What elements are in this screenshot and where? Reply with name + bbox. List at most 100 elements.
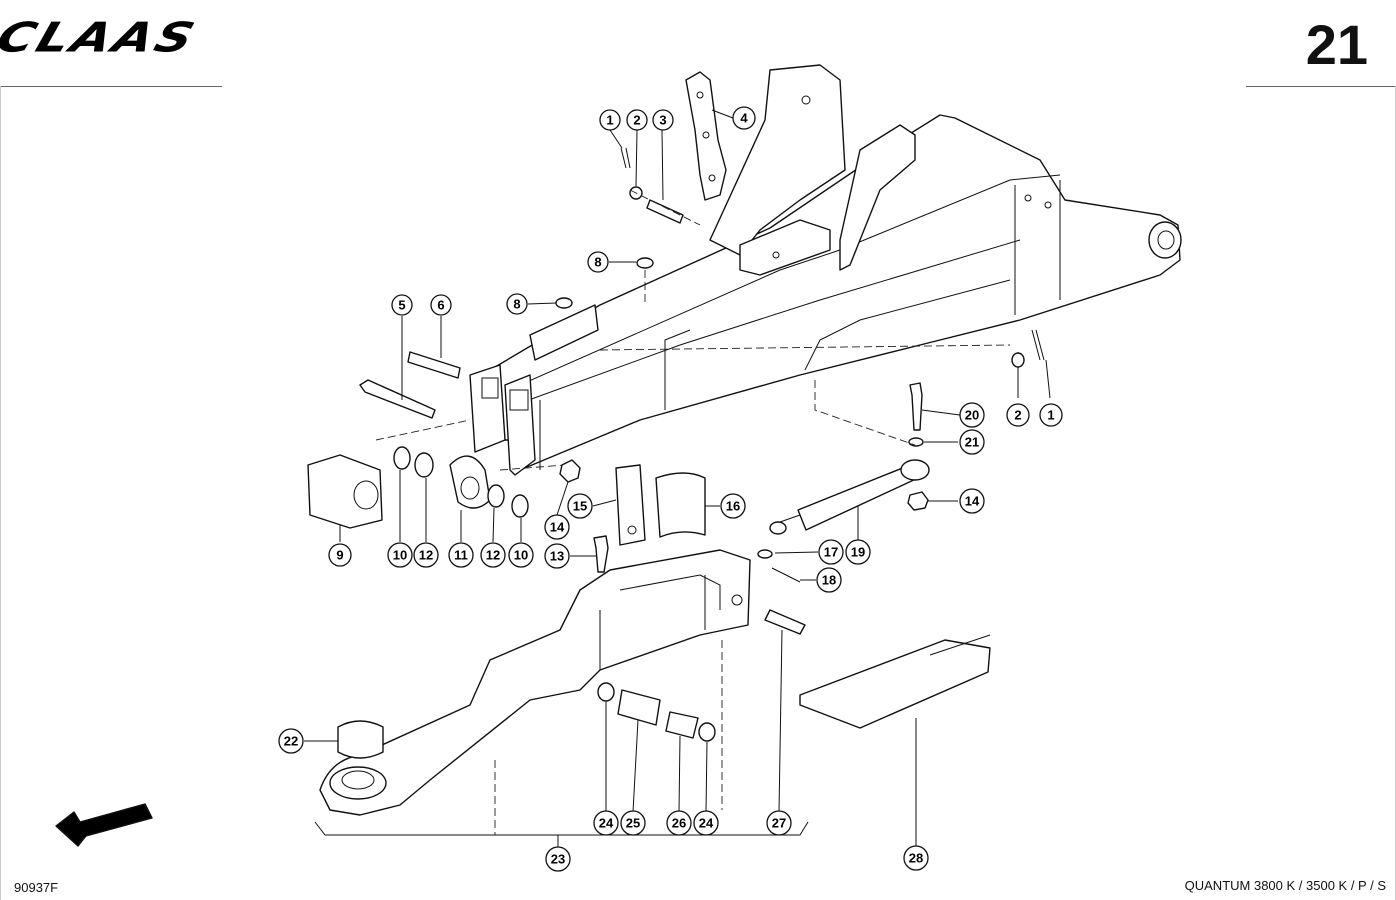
part-11-spacer: [449, 455, 491, 509]
part-18-pin: [771, 567, 801, 583]
svg-text:20: 20: [965, 408, 979, 423]
callout-22: 22: [278, 728, 304, 754]
part-12-bearing-right: [487, 484, 505, 508]
part-24-washer-left: [597, 682, 615, 702]
drawing-code: 90937F: [14, 880, 59, 895]
svg-text:10: 10: [393, 548, 407, 563]
svg-text:10: 10: [514, 548, 528, 563]
callout-28: 28: [903, 845, 929, 871]
callout-1-top: 1: [599, 109, 621, 131]
part-21-washer: [908, 437, 924, 447]
svg-text:2: 2: [633, 113, 640, 128]
callout-8-upper: 8: [587, 251, 609, 273]
callout-4: 4: [732, 106, 756, 130]
svg-text:13: 13: [550, 549, 564, 564]
part-14-nut-left: [559, 459, 581, 483]
callout-5: 5: [391, 294, 413, 316]
svg-text:4: 4: [740, 111, 748, 126]
svg-text:14: 14: [550, 520, 565, 535]
part-4-bracket: [685, 71, 727, 201]
callout-12-left: 12: [413, 542, 439, 568]
svg-text:27: 27: [772, 816, 786, 831]
svg-text:28: 28: [909, 851, 923, 866]
part-9-bushing-block: [307, 454, 383, 529]
header-rule-right: [1246, 86, 1396, 87]
svg-text:15: 15: [573, 499, 587, 514]
svg-text:14: 14: [965, 494, 980, 509]
svg-text:11: 11: [454, 548, 468, 563]
svg-text:18: 18: [822, 573, 836, 588]
part-1-cotter-pin: [620, 147, 631, 169]
part-5-bolt: [359, 379, 436, 419]
part-2-washer-right: [1011, 352, 1025, 368]
callout-14-right: 14: [959, 488, 985, 514]
callout-26: 26: [666, 810, 692, 836]
callout-25: 25: [620, 810, 646, 836]
svg-text:12: 12: [486, 548, 500, 563]
part-12-bearing-left: [414, 452, 434, 478]
part-15-plate: [615, 464, 646, 546]
callout-10-right: 10: [508, 542, 534, 568]
part-26-sleeve: [665, 711, 699, 739]
part-8-plug-upper: [636, 257, 654, 269]
part-27-pin: [764, 609, 806, 635]
svg-text:5: 5: [398, 298, 405, 313]
callout-27: 27: [766, 810, 792, 836]
part-10-seal-right: [511, 494, 529, 518]
page-number: 21: [1305, 13, 1368, 76]
callout-8-lower: 8: [506, 293, 528, 315]
svg-text:8: 8: [594, 255, 601, 270]
svg-text:19: 19: [851, 545, 865, 560]
svg-text:24: 24: [699, 816, 714, 831]
part-1-cotter-pin-right: [1031, 329, 1045, 361]
callout-2-top: 2: [626, 109, 648, 131]
callout-19: 19: [845, 539, 871, 565]
callout-12-right: 12: [480, 542, 506, 568]
part-17-washer: [769, 521, 787, 535]
callout-20: 20: [959, 402, 985, 428]
svg-text:16: 16: [726, 499, 740, 514]
svg-text:17: 17: [824, 545, 838, 560]
callout-24-right: 24: [693, 810, 719, 836]
callout-2-right: 2: [1006, 403, 1030, 427]
callout-23: 23: [545, 846, 571, 872]
callout-3: 3: [652, 109, 674, 131]
svg-text:25: 25: [626, 816, 640, 831]
frame-left: [0, 86, 1, 900]
part-24-washer-right: [698, 722, 716, 742]
svg-text:1: 1: [1047, 408, 1054, 423]
svg-text:6: 6: [437, 298, 444, 313]
model-line: QUANTUM 3800 K / 3500 K / P / S: [1184, 878, 1386, 893]
part-28-plate: [799, 639, 991, 729]
svg-text:1: 1: [606, 113, 613, 128]
part-13-bolt: [593, 535, 609, 573]
callout-10-left: 10: [387, 542, 413, 568]
header-rule-left: [0, 86, 222, 87]
callout-17: 17: [818, 539, 844, 565]
part-10-seal-left: [393, 446, 411, 470]
svg-text:3: 3: [659, 113, 666, 128]
part-8-plug-lower: [555, 297, 573, 309]
callout-6: 6: [430, 294, 452, 316]
svg-text:26: 26: [672, 816, 686, 831]
svg-text:12: 12: [419, 548, 433, 563]
callout-9: 9: [328, 543, 352, 567]
svg-text:22: 22: [284, 734, 298, 749]
callout-24-left: 24: [593, 810, 619, 836]
svg-text:9: 9: [336, 548, 343, 563]
callout-16: 16: [720, 493, 746, 519]
svg-text:23: 23: [551, 852, 565, 867]
part-23-tow-eye-arm: [319, 549, 751, 816]
drawbar-frame: [469, 64, 1182, 476]
callout-11: 11: [448, 542, 474, 568]
callout-18: 18: [816, 567, 842, 593]
callout-21: 21: [959, 429, 985, 455]
part-3-pin: [646, 199, 684, 224]
part-6-pin: [407, 351, 461, 379]
part-25-sleeve: [617, 689, 661, 726]
svg-text:24: 24: [599, 816, 614, 831]
callout-1-right: 1: [1039, 403, 1063, 427]
part-16-wear-plate: [655, 472, 706, 538]
